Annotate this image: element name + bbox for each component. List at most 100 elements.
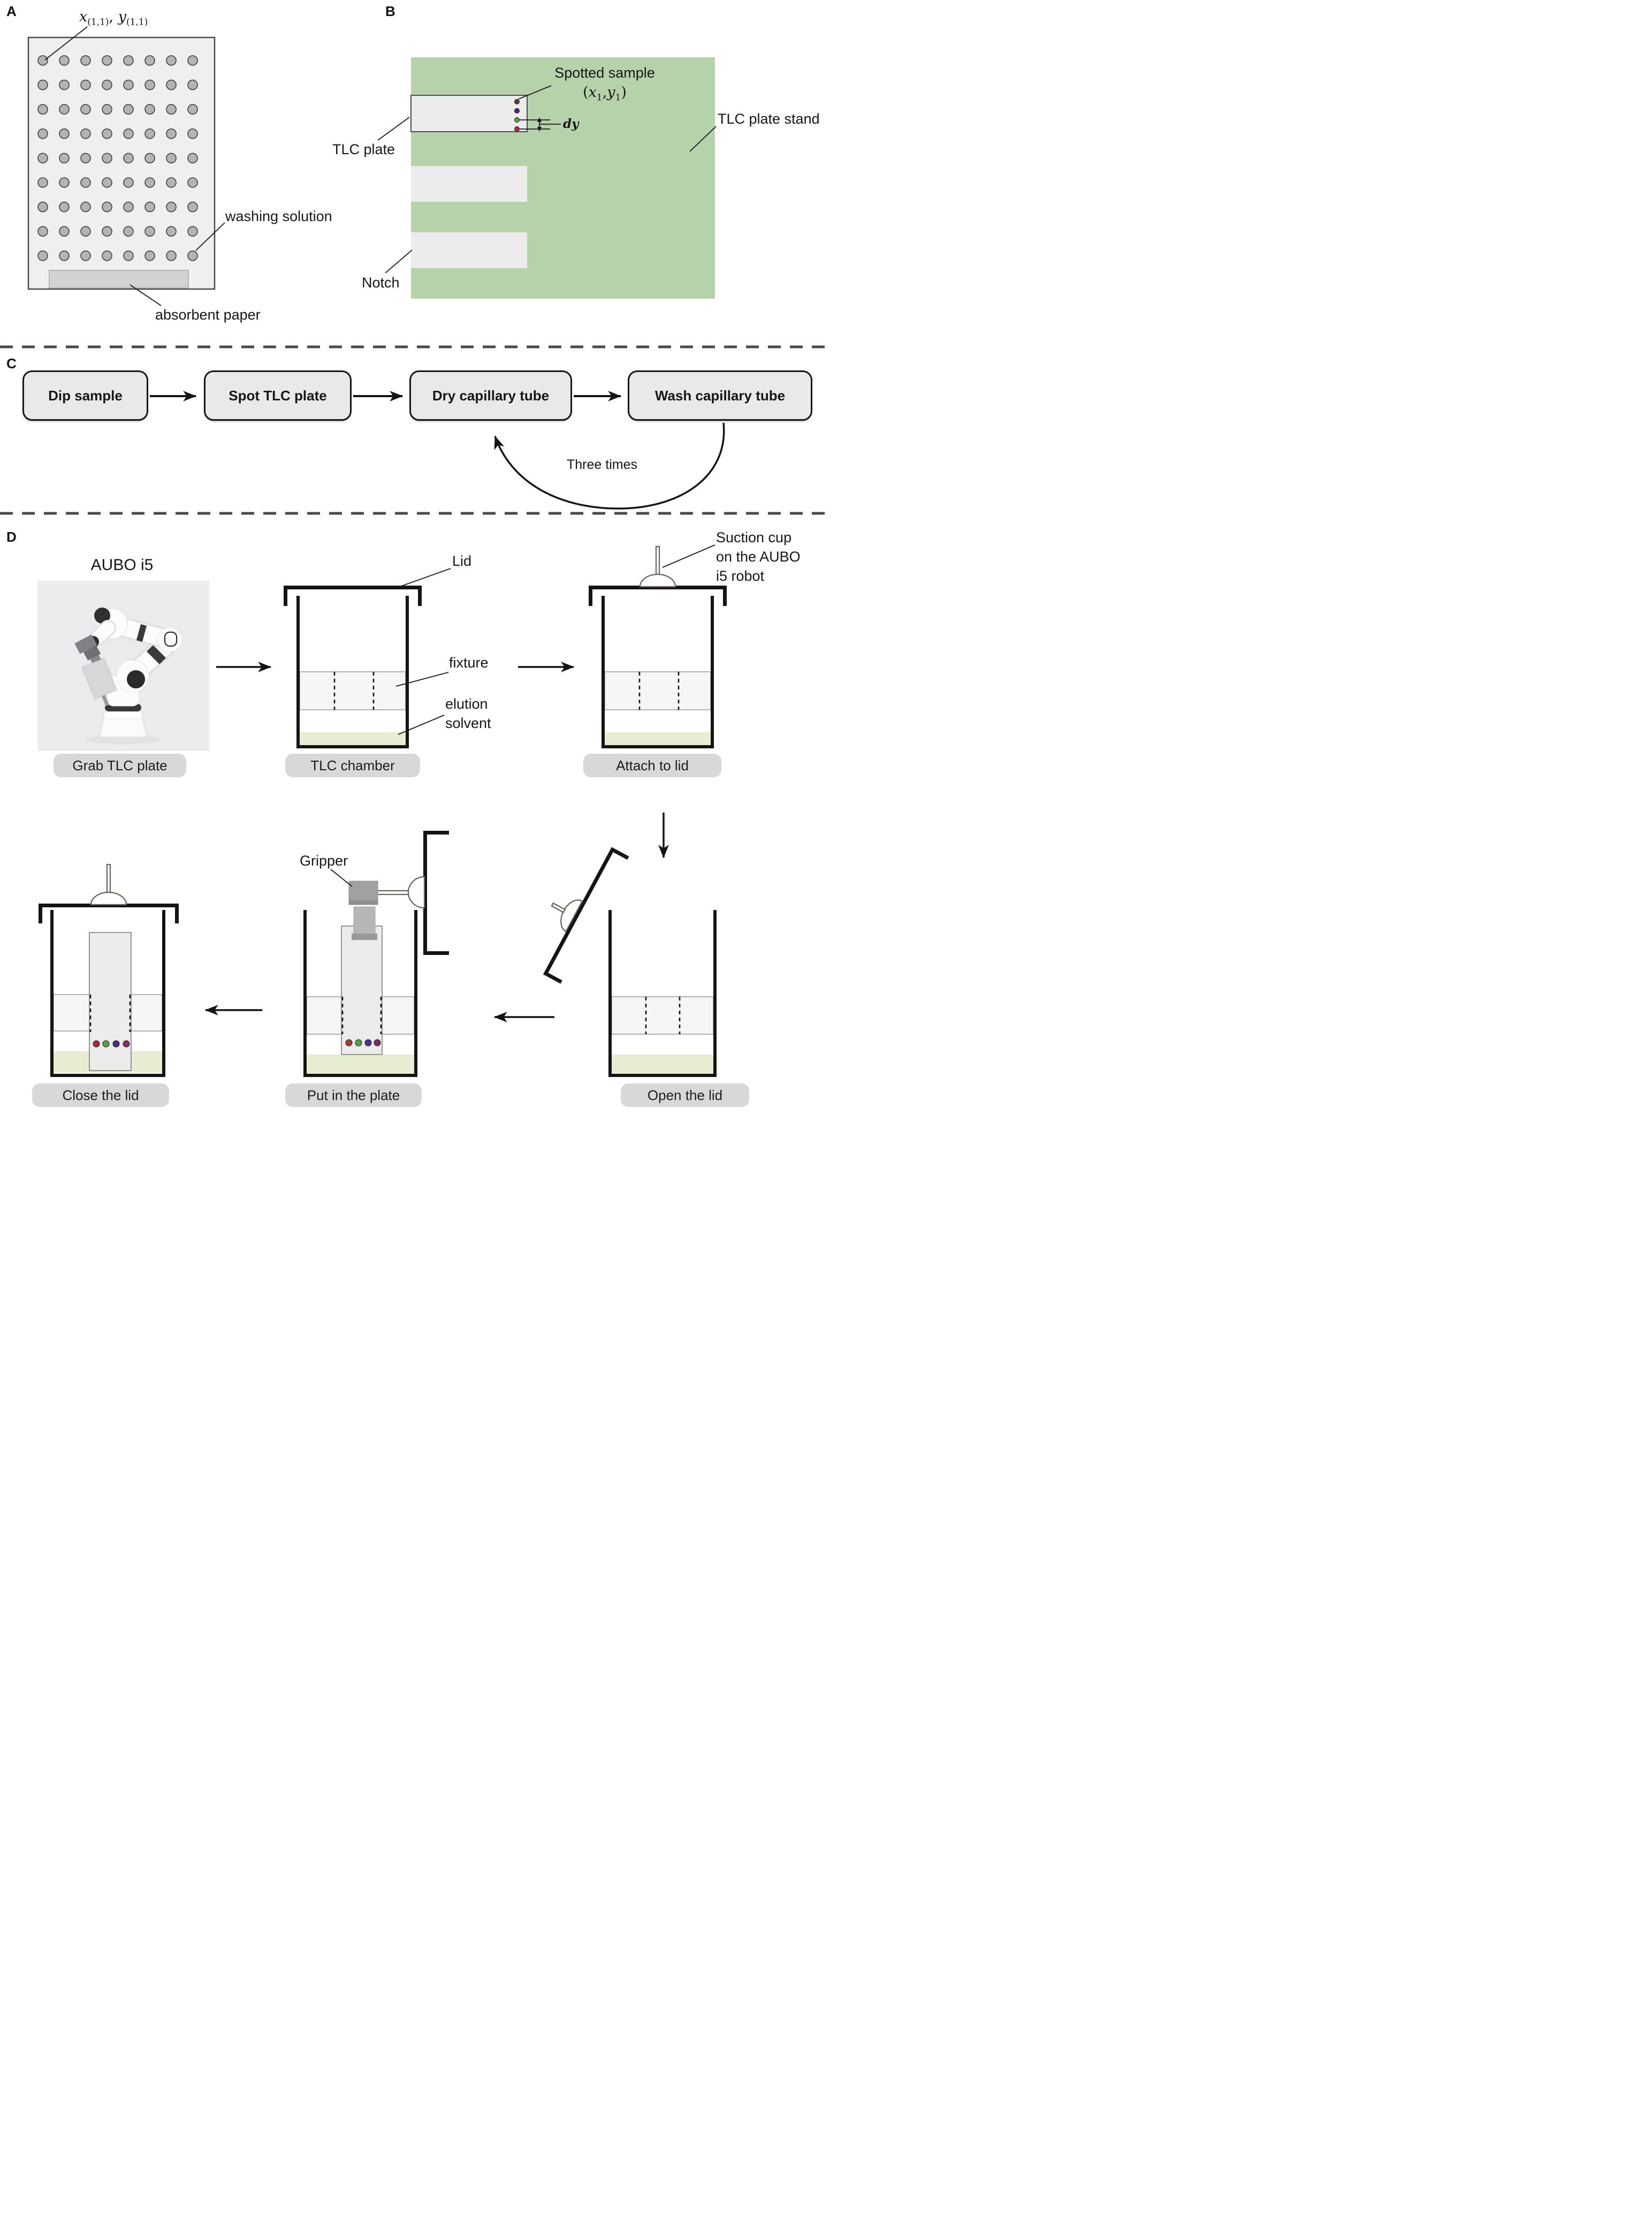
- elution-solvent-layer: [612, 1055, 713, 1074]
- washing-solution-well: [37, 104, 48, 115]
- washing-solution-well: [166, 177, 177, 188]
- washing-solution-well: [144, 177, 155, 188]
- tlc-chamber-attach-to-lid: [589, 545, 727, 748]
- robot-title: AUBO i5: [90, 556, 154, 574]
- gripper-label: Gripper: [300, 853, 348, 869]
- washing-solution-well: [144, 55, 155, 66]
- pointer-line-first-well: [44, 26, 88, 60]
- washing-solution-well: [144, 201, 155, 213]
- elution-line: elution: [445, 696, 488, 712]
- chamber-close-the-lid: [39, 863, 179, 1077]
- washing-solution-well: [123, 226, 134, 237]
- tilted-lid-with-suction-cup: [543, 847, 629, 984]
- suction-line-1: Suction cup: [716, 529, 792, 545]
- washing-solution-well: [37, 153, 48, 164]
- sample-dot: [514, 108, 520, 113]
- washing-plate: [27, 36, 216, 290]
- washing-solution-well: [80, 153, 91, 164]
- chamber-open-the-lid: [543, 847, 717, 1077]
- washing-solution-well: [102, 55, 112, 66]
- washing-solution-well: [123, 79, 134, 90]
- three-times-label: Three times: [567, 457, 637, 472]
- washing-solution-well: [80, 226, 91, 237]
- sample-dot: [355, 1039, 362, 1046]
- flowchart-arrows: [150, 391, 725, 510]
- badge-close-the-lid: Close the lid: [32, 1083, 169, 1107]
- absorbent-paper-strip: [49, 270, 189, 289]
- comma: ,: [109, 9, 118, 25]
- suction-line-2: on the AUBO: [716, 549, 801, 565]
- aubo-i5-robot-photo: [37, 581, 209, 751]
- washing-solution-well: [37, 201, 48, 213]
- washing-solution-grid: [37, 55, 198, 261]
- badge-label: Grab TLC plate: [72, 757, 168, 773]
- washing-solution-well: [59, 153, 70, 164]
- washing-solution-well: [166, 226, 177, 237]
- sample-dot: [102, 1040, 110, 1048]
- chamber-lid: [589, 586, 727, 589]
- x-subscript: 1: [596, 92, 603, 103]
- washing-solution-well: [187, 226, 198, 237]
- washing-solution-well: [187, 104, 198, 115]
- badge-label: Attach to lid: [616, 757, 689, 773]
- washing-solution-well: [102, 79, 112, 90]
- washing-solution-well: [144, 128, 155, 139]
- washing-solution-well: [166, 153, 177, 164]
- fixture-band: [604, 671, 711, 710]
- badge-grab-tlc-plate: Grab TLC plate: [54, 754, 186, 777]
- suction-cup-label: Suction cup on the AUBO i5 robot: [716, 528, 801, 586]
- washing-solution-well: [59, 128, 70, 139]
- washing-solution-well: [187, 201, 198, 213]
- lid-label: Lid: [452, 553, 472, 569]
- elution-solvent-layer: [307, 1055, 414, 1074]
- suction-cup-dome: [407, 876, 425, 909]
- x-variable: x: [588, 84, 597, 101]
- tlc-plate-label: TLC plate: [332, 141, 395, 157]
- y-subscript: (1,1): [126, 17, 148, 28]
- tlc-plate-lowered: [341, 926, 383, 1055]
- fixture-band: [611, 996, 714, 1035]
- washing-solution-well: [102, 128, 112, 139]
- pointer-line-absorbent-paper: [130, 284, 162, 306]
- y-variable: y: [118, 9, 126, 25]
- paren-open: (: [583, 84, 589, 101]
- tlc-plate-stand-diagram: [377, 57, 717, 299]
- sample-dot: [374, 1039, 381, 1046]
- tlc-chamber-with-lid: [284, 586, 422, 748]
- washing-solution-well: [123, 177, 134, 188]
- washing-solution-well: [123, 201, 134, 213]
- fixture-band: [299, 671, 406, 710]
- gripper-assembly: [348, 881, 378, 940]
- spotted-sample-dots: [345, 1039, 381, 1046]
- washing-solution-well: [144, 79, 155, 90]
- badge-tlc-chamber: TLC chamber: [285, 754, 420, 777]
- suction-cup-dome: [639, 573, 676, 588]
- pointer-line-fixture: [395, 672, 449, 687]
- badge-attach-to-lid: Attach to lid: [583, 754, 721, 777]
- washing-solution-well: [187, 153, 198, 164]
- chamber-put-in-the-plate: [303, 831, 449, 1077]
- elution-solvent-layer: [300, 732, 406, 746]
- comma: ,: [602, 84, 607, 101]
- flow-step-label: Wash capillary tube: [654, 387, 786, 404]
- panel-label-d: D: [6, 529, 17, 545]
- washing-solution-well: [187, 55, 198, 66]
- pointer-line-stand: [689, 126, 717, 152]
- washing-solution-well: [59, 250, 70, 261]
- washing-solution-well: [123, 128, 134, 139]
- washing-solution-well: [59, 55, 70, 66]
- washing-solution-well: [102, 104, 112, 115]
- washing-solution-well: [123, 55, 134, 66]
- washing-solution-well: [144, 250, 155, 261]
- spotted-sample-dots: [514, 99, 520, 132]
- lid-held-vertically: [423, 831, 449, 955]
- washing-solution-well: [166, 79, 177, 90]
- washing-solution-well: [166, 128, 177, 139]
- washing-solution-well: [123, 153, 134, 164]
- absorbent-paper-label: absorbent paper: [155, 307, 261, 323]
- elution-solvent-layer: [605, 732, 711, 746]
- pointer-line-washing-solution: [195, 222, 225, 251]
- washing-solution-well: [59, 79, 70, 90]
- suction-cup-stem: [655, 545, 660, 575]
- washing-solution-well: [144, 226, 155, 237]
